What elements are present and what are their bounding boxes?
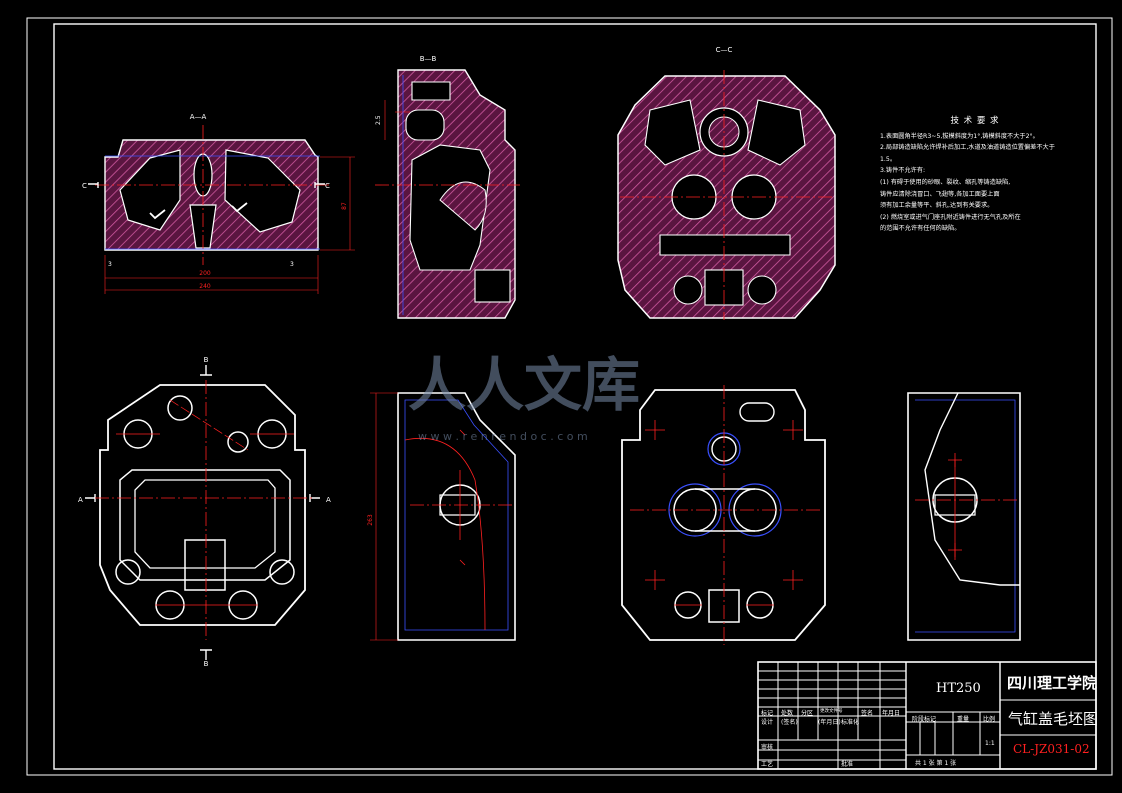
side-elevation-view: 263: [367, 392, 516, 641]
tb-cell: 年月日: [882, 710, 901, 717]
section-aa-view: A—A C C 200 240 87 3 3: [82, 113, 355, 294]
svg-text:B: B: [204, 660, 209, 668]
weight-label: 重量: [957, 716, 970, 723]
tech-req-line: 1.表面圆角半径R3~5,拔模斜度为1°,铸模斜度不大于2°。: [880, 132, 1039, 140]
dim-height-side: 263: [367, 514, 374, 526]
tb-cell: 工艺: [761, 761, 774, 768]
tb-cell: 审核: [761, 744, 774, 751]
dim-width-total: 240: [199, 283, 211, 290]
tech-req-line: 2.局部铸造缺陷允许焊补后加工,水道及油道铸造位置偏差不大于: [880, 144, 1055, 152]
tb-cell: (签名): [781, 719, 798, 726]
tb-cell: 处数: [781, 710, 794, 717]
drawing-title: 气缸盖毛坯图: [1008, 710, 1099, 728]
plan-view-bottom: [621, 385, 826, 645]
tech-requirements-title: 技 术 要 求: [950, 116, 1000, 126]
tech-req-line: 1.5。: [880, 155, 897, 163]
svg-text:B: B: [204, 356, 209, 364]
school-name: 四川理工学院: [1007, 674, 1098, 692]
tb-cell: 签名: [861, 710, 874, 717]
tech-req-line: (2) 燃烧室或进气门座孔附近铸件进行无气孔及所在: [880, 213, 1021, 221]
section-cc-view: C—C: [617, 46, 836, 320]
watermark-url: w w w . r e n r e n d o c . c o m: [418, 430, 588, 443]
tech-req-line: 须有加工余量等平、斜孔,达到有关要求。: [880, 202, 994, 210]
section-bb-label: B—B: [420, 55, 437, 63]
svg-text:C: C: [82, 182, 87, 190]
drawing-number: CL-JZ031-02: [1013, 742, 1090, 756]
sheet-count: 共 1 张 第 1 张: [915, 760, 957, 767]
section-aa-label: A—A: [190, 113, 207, 121]
outer-frame: [26, 17, 1113, 776]
svg-text:3: 3: [290, 261, 294, 268]
plan-view-top: B B A A: [78, 356, 331, 668]
tb-cell: 设计: [761, 719, 774, 726]
svg-text:3: 3: [108, 261, 112, 268]
tb-cell: 分区: [801, 710, 814, 717]
stage-label: 阶段标记: [912, 716, 937, 723]
watermark-text: 人人文库: [408, 351, 641, 419]
tb-cell: 批准: [841, 761, 854, 768]
dim-width-main: 200: [199, 270, 211, 277]
tech-req-line: 3.铸件不允许有:: [880, 167, 926, 175]
material-label: HT250: [936, 681, 981, 696]
tech-req-line: 的范围不允许有任何的缺陷。: [880, 225, 961, 233]
scale-label: 比例: [983, 716, 996, 723]
right-elevation-view: [907, 392, 1021, 641]
tech-req-line: (1) 有碍于使用的砂眼、裂纹、缩孔等铸造缺陷,: [880, 178, 1011, 186]
section-cc-label: C—C: [716, 46, 733, 54]
svg-text:2.5: 2.5: [375, 115, 382, 125]
tb-cell: (年月日): [818, 719, 841, 726]
tb-cell: 更改文件号: [820, 709, 843, 714]
tech-requirements: 技 术 要 求 1.表面圆角半径R3~5,拔模斜度为1°,铸模斜度不大于2°。 …: [880, 116, 1070, 235]
scale-value: 1:1: [985, 740, 995, 747]
svg-text:A: A: [78, 496, 83, 504]
tb-cell: 标记: [761, 710, 774, 717]
tech-req-line: 铸件应清除浇冒口、飞翅等,各加工面要上面: [880, 190, 1000, 198]
dim-height-left: 87: [341, 202, 348, 210]
title-block: [757, 661, 1097, 770]
svg-text:A: A: [326, 496, 331, 504]
section-bb-view: B—B 2.5: [375, 55, 520, 319]
svg-text:C: C: [325, 182, 330, 190]
tb-cell: 标准化: [841, 719, 860, 726]
inner-frame: [53, 23, 1097, 770]
